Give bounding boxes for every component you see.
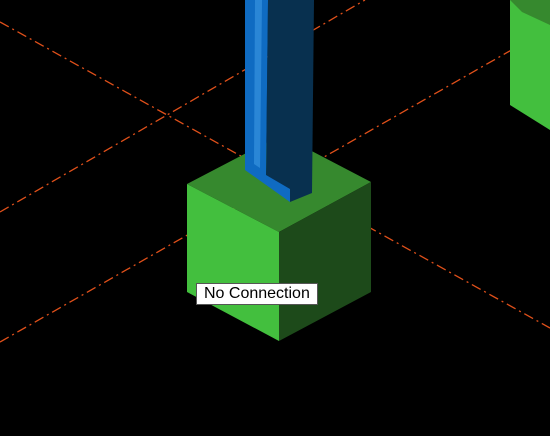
steel-column-web-shadow xyxy=(266,0,314,202)
footing-background-left-face xyxy=(510,0,550,130)
steel-column-flange-edge xyxy=(254,0,262,168)
grid-line-c[interactable] xyxy=(0,27,550,343)
connection-status-tooltip: No Connection xyxy=(196,283,318,305)
footing-background[interactable] xyxy=(510,0,550,130)
steel-column[interactable] xyxy=(245,0,314,202)
footing-background-top-face xyxy=(510,0,550,25)
